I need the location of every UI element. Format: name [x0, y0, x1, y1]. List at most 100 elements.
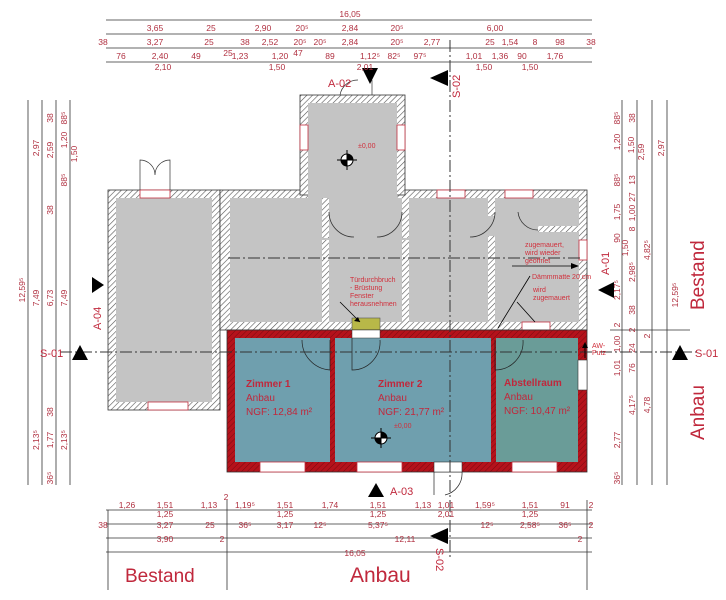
level-marker-tower: ±0,00: [337, 143, 376, 170]
dimension-text: 2,13⁵: [59, 430, 69, 450]
dimension-text: 25: [485, 37, 495, 47]
section-marker-s01-left: S-01: [40, 345, 88, 360]
dimension-text: 38: [240, 37, 250, 47]
room-name: Zimmer 1: [246, 379, 291, 390]
note-line: zugemauert: [533, 295, 570, 302]
dimension-text: 3,65: [147, 23, 164, 33]
dimension-text: 4,17⁵: [627, 395, 637, 415]
dimension-text: 2,84: [342, 37, 359, 47]
dimension-text: 2,52: [262, 37, 279, 47]
dimension-text: 2: [627, 327, 637, 332]
dimension-text: 6,73: [45, 289, 55, 306]
dimension-text: 27: [627, 192, 637, 202]
dimension-text: 2,01: [357, 62, 374, 72]
extension-building: [226, 329, 588, 496]
dimension-text: 1,50: [620, 239, 630, 256]
dimension-text: 1,01: [466, 51, 483, 61]
section-marker-s01-right: S-01: [672, 345, 718, 360]
room-zimmer-1: Zimmer 1 Anbau NGF: 12,84 m²: [246, 379, 313, 418]
dimension-text: 1,19⁵: [235, 500, 255, 510]
dimension-text: 1,01: [612, 359, 622, 376]
dimension-text: 1,20: [59, 131, 69, 148]
section-marker-s02-bottom: S-02: [430, 528, 448, 571]
dimension-text: 38: [45, 113, 55, 123]
dimension-text: 1,59⁵: [475, 500, 495, 510]
room-type: Anbau: [246, 393, 275, 404]
center-lines: [60, 40, 700, 560]
note-line: Dämmmatte 20 cm: [532, 274, 591, 281]
room-zimmer-2: Zimmer 2 Anbau NGF: 21,77 m²: [378, 379, 445, 418]
dimension-text: 2: [612, 322, 622, 327]
dimension-text: 16,05: [339, 9, 361, 19]
dimension-text: 88⁵: [612, 174, 622, 187]
room-area: NGF: 12,84 m²: [246, 407, 313, 418]
dimension-text: 20⁵: [314, 37, 327, 47]
dimension-text: 76: [627, 363, 637, 373]
dimension-text: 2,40: [152, 51, 169, 61]
room-name: Zimmer 2: [378, 379, 423, 390]
dimension-text: 1,25: [157, 509, 174, 519]
dimension-text: 1,20: [612, 133, 622, 150]
dimension-text: 3,27: [157, 520, 174, 530]
room-area: NGF: 10,47 m²: [504, 406, 571, 417]
note-wird-zugemauert: wird zugemauert: [516, 287, 570, 323]
dimension-text: 1,00: [612, 335, 622, 352]
dimension-text: 12,59⁵: [17, 278, 27, 303]
dimension-text: 2,01: [438, 509, 455, 519]
dimension-text: 2: [220, 534, 225, 544]
dimension-text: 91: [560, 500, 570, 510]
dimension-text: 2,90: [255, 23, 272, 33]
bestand-label-bottom: Bestand: [125, 566, 195, 587]
dimension-text: 38: [98, 37, 108, 47]
dimension-text: 2,77: [612, 431, 622, 448]
dimension-text: 98: [555, 37, 565, 47]
dimension-text: 1,50: [69, 145, 79, 162]
section-marker-a04: A-04: [92, 277, 104, 330]
dimension-lines: [27, 19, 690, 590]
dimension-text: 1,50: [522, 62, 539, 72]
dimension-text: 88⁵: [59, 174, 69, 187]
dimension-text: 1,01: [438, 500, 455, 510]
section-marker-a02: A-02: [328, 68, 378, 90]
section-label: S-01: [695, 348, 718, 360]
note-line: Putz: [592, 350, 607, 357]
dimension-text: 38: [627, 113, 637, 123]
note-line: Türdurchbruch: [350, 277, 396, 284]
dimension-text: 5,37⁵: [368, 520, 388, 530]
bestand-label-right: Bestand: [688, 240, 709, 310]
dimension-text: 1,51: [277, 500, 294, 510]
existing-building: [107, 79, 588, 411]
dimension-text: 38: [45, 407, 55, 417]
note-line: wird: [532, 287, 546, 294]
dimension-text: 1,74: [322, 500, 339, 510]
dimension-text: 2: [589, 500, 594, 510]
dimension-text: 7,49: [59, 289, 69, 306]
dimension-text: 1,13: [201, 500, 218, 510]
dimension-text: 8: [533, 37, 538, 47]
dimension-text: 1,76: [547, 51, 564, 61]
section-marker-a01: A-01: [598, 252, 614, 298]
dimension-text: 1,23: [232, 51, 249, 61]
dimension-text: 88⁵: [59, 112, 69, 125]
dimension-text: 12⁵: [481, 520, 494, 530]
anbau-label-bottom: Anbau: [350, 564, 411, 587]
note-zugemauert-geoeffnet: zugemauert, wird wieder geöffnet: [512, 242, 579, 269]
section-label: S-02: [451, 75, 463, 98]
dimension-text: 47: [293, 48, 303, 58]
dimension-text: 16,05: [344, 548, 366, 558]
dimension-text: 25: [204, 37, 214, 47]
dimension-text: 1,51: [370, 500, 387, 510]
dimension-text: 1,20: [272, 51, 289, 61]
dimension-text: 4,78: [642, 396, 652, 413]
dimension-text: 76: [116, 51, 126, 61]
note-daemmmatte: Dämmmatte 20 cm: [497, 274, 591, 329]
dimension-text: 2,13⁵: [31, 430, 41, 450]
dimension-text: 2,59: [45, 141, 55, 158]
section-label: A-04: [92, 307, 104, 330]
dimension-text: 2,77: [424, 37, 441, 47]
level-marker-zimmer2: ±0,00: [371, 423, 412, 448]
dimension-text: 2,84: [342, 23, 359, 33]
note-line: herausnehmen: [350, 301, 397, 308]
dimension-text: 1,51: [522, 500, 539, 510]
